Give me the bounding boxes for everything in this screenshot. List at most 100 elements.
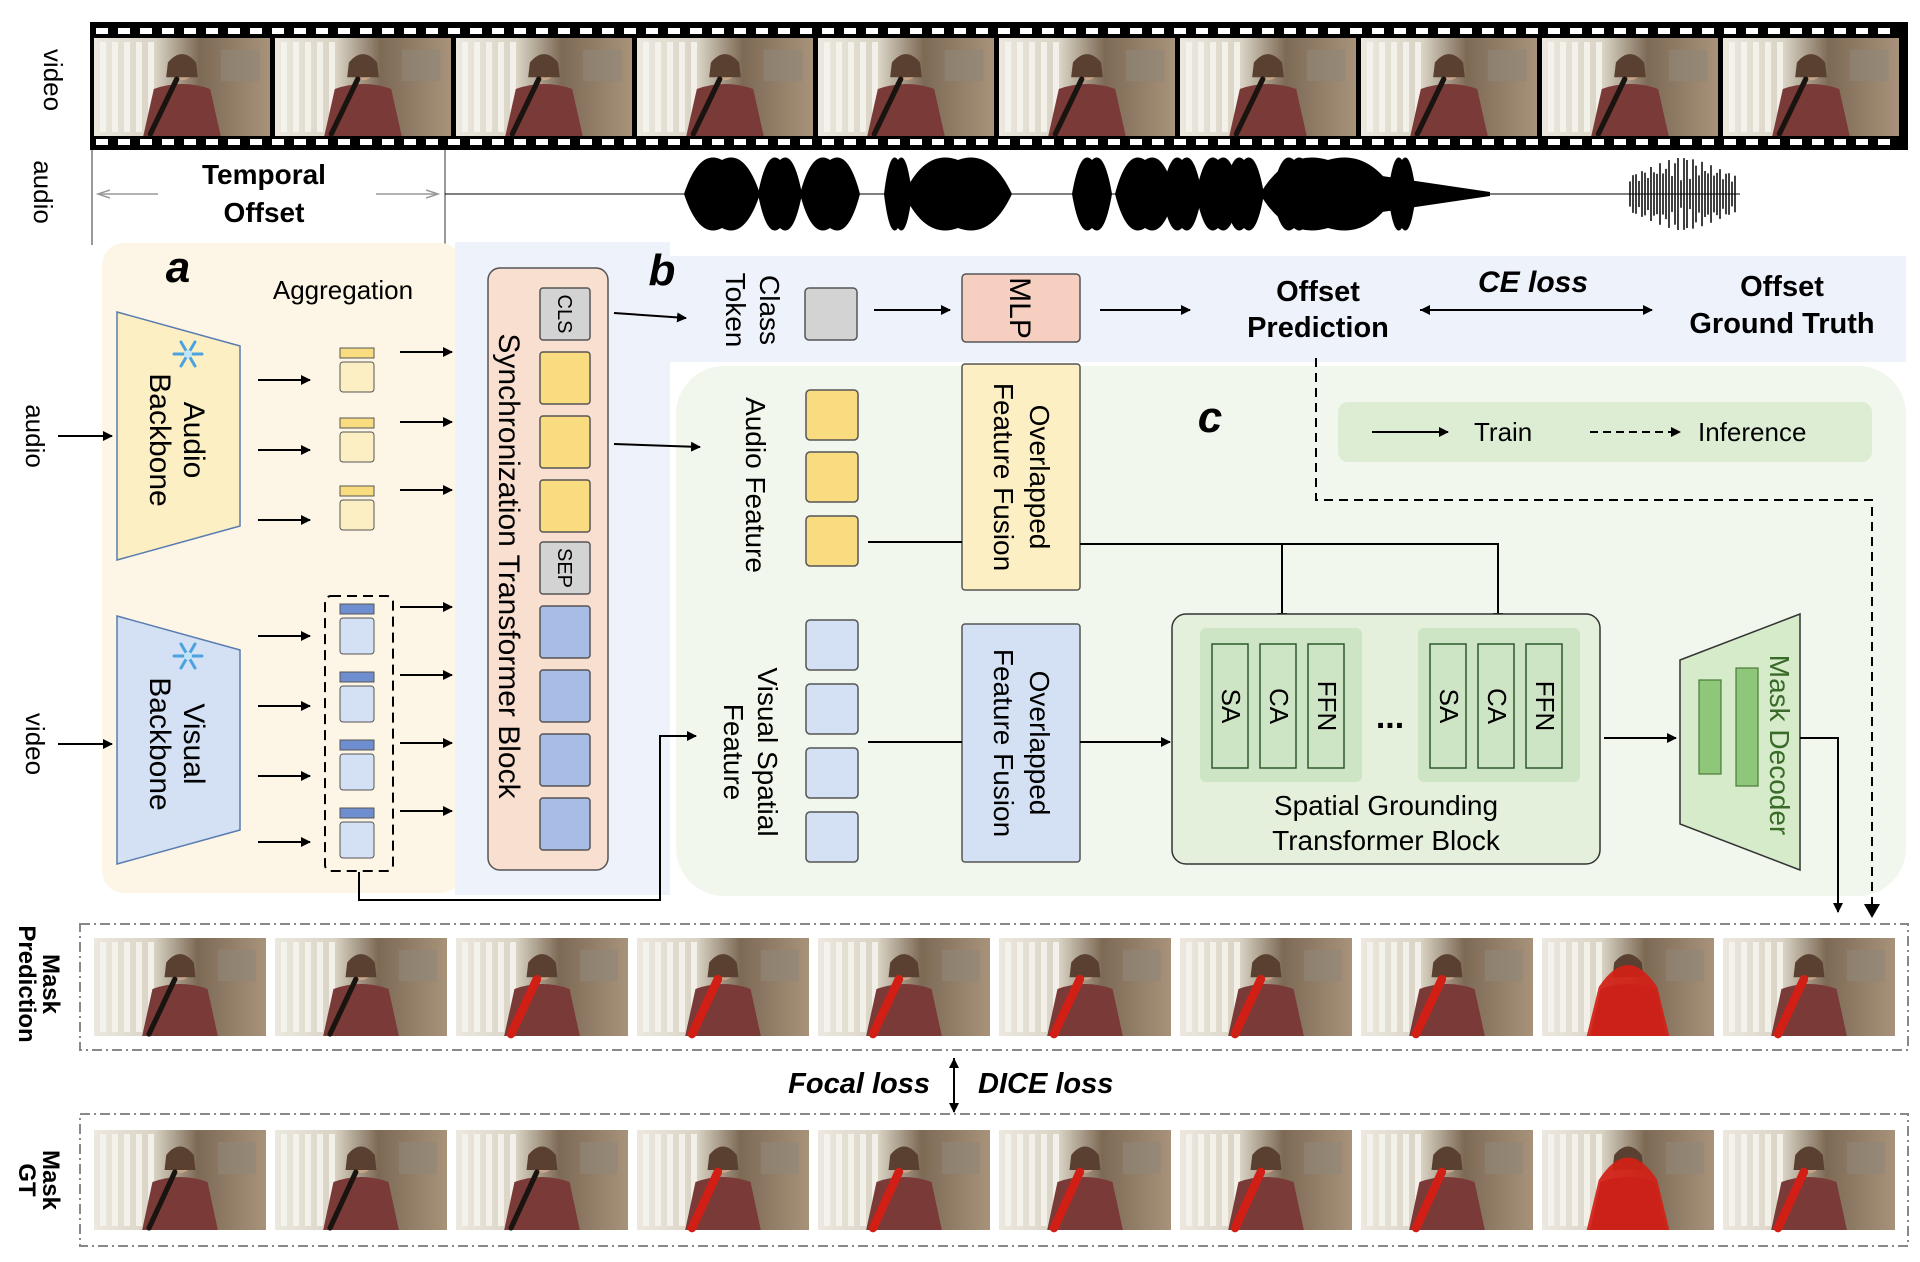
- video-frame: [275, 38, 451, 137]
- video-frame: [1542, 1130, 1714, 1230]
- visual-backbone-label-2: Backbone: [143, 677, 176, 810]
- offset-prediction-label-2: Prediction: [1247, 312, 1389, 344]
- video-frame: [637, 38, 813, 137]
- video-frame: [1361, 938, 1533, 1039]
- visual-feature-connector: [358, 731, 697, 901]
- ffn-block-label: FFN: [1312, 681, 1342, 732]
- visual-feature-token: [805, 619, 859, 671]
- audio-feature-token: [805, 451, 859, 503]
- visual-backbone-label: Visual: [177, 703, 210, 784]
- cls-token: [539, 287, 591, 341]
- audio-input-label: audio: [20, 404, 50, 468]
- mask-gt-label-2: GT: [13, 1163, 40, 1197]
- ffn-block: [1307, 643, 1345, 769]
- sync-block-label: Synchronization Transformer Block: [492, 333, 525, 799]
- visual-spatial-feature-label: Visual Spatial: [752, 667, 783, 836]
- spatial-grounding-label-2: Transformer Block: [1272, 825, 1501, 856]
- video-frame: [1723, 38, 1899, 137]
- video-frame: [818, 938, 990, 1039]
- audio-token: [539, 351, 591, 405]
- mask-decoder-bar: [1698, 679, 1722, 775]
- offset-ground-truth-label-2: Ground Truth: [1689, 308, 1874, 340]
- audio-backbone: [116, 311, 241, 561]
- focal-loss-label: Focal loss: [788, 1068, 930, 1100]
- video-frames: [94, 38, 1899, 137]
- visual-fusion-label-2: Feature Fusion: [988, 649, 1019, 837]
- sync-to-audio-feature-arrow: [613, 441, 701, 452]
- video-frame: [275, 1130, 447, 1231]
- video-frame: [456, 38, 632, 137]
- aggregation-label: Aggregation: [273, 275, 413, 305]
- offset-prediction-label: Offset: [1276, 276, 1360, 308]
- visual-aggregation-group: [324, 595, 394, 872]
- panel-c-letter: c: [1198, 393, 1222, 442]
- spatial-grounding-label: Spatial Grounding: [1274, 790, 1498, 821]
- video-frame: [456, 938, 628, 1039]
- feature-tokens: [805, 389, 859, 863]
- audio-overlapped-feature-fusion: [961, 363, 1081, 591]
- sa-block-label: SA: [1434, 689, 1464, 724]
- video-frame: [1180, 38, 1356, 137]
- layers-ellipsis: ...: [1376, 698, 1404, 736]
- mask-gt-frame: [79, 1113, 1909, 1247]
- dice-loss-label: DICE loss: [978, 1068, 1113, 1100]
- video-frame: [94, 1130, 266, 1231]
- audio-fusion-label: Overlapped: [1024, 405, 1055, 550]
- visual-fusion-label: Overlapped: [1024, 671, 1055, 816]
- video-frame: [1180, 1130, 1352, 1233]
- video-frame: [637, 938, 809, 1039]
- video-frame: [1542, 938, 1714, 1036]
- temporal-offset-label: Temporal: [202, 159, 326, 190]
- visual-feature-token: [805, 683, 859, 735]
- offset-ground-truth-label: Offset: [1740, 271, 1824, 303]
- video-frame: [456, 1130, 628, 1231]
- ca-block-label: CA: [1482, 688, 1512, 725]
- video-frame: [999, 38, 1175, 137]
- video-input-label: video: [20, 713, 50, 775]
- mask-prediction-label: Mask: [37, 954, 64, 1015]
- ca-block: [1259, 643, 1297, 769]
- audio-feature-label: Audio Feature: [740, 397, 771, 573]
- visual-token: [539, 605, 591, 659]
- video-frame: [1723, 938, 1895, 1039]
- video-frame: [1361, 38, 1537, 137]
- inference-offset-path: [1315, 358, 1873, 910]
- class-token-label-2: Token: [720, 273, 751, 348]
- aggregation-tokens: [339, 347, 375, 859]
- visual-backbone: [116, 615, 241, 865]
- sa-block: [1429, 643, 1467, 769]
- mask-decoder-bar: [1735, 667, 1759, 787]
- video-frame: [94, 38, 270, 137]
- ffn-block-label: FFN: [1530, 681, 1560, 732]
- visual-token: [539, 669, 591, 723]
- ca-block-label: CA: [1264, 688, 1294, 725]
- video-frame: [94, 938, 266, 1037]
- cls-token-label: CLS: [553, 295, 575, 334]
- visual-token: [539, 733, 591, 787]
- ca-block: [1477, 643, 1515, 769]
- audio-backbone-label-2: Backbone: [143, 373, 176, 506]
- visual-overlapped-feature-fusion: [961, 623, 1081, 863]
- audio-backbone-label: Audio: [177, 402, 210, 479]
- video-frame: [999, 938, 1171, 1039]
- ffn-block: [1525, 643, 1563, 769]
- video-frame: [1180, 938, 1352, 1039]
- visual-feature-token: [805, 811, 859, 863]
- visual-feature-token: [805, 747, 859, 799]
- mlp-block: [961, 273, 1081, 343]
- decoder-output-arrow: [1800, 737, 1843, 913]
- ce-loss-label: CE loss: [1478, 266, 1588, 299]
- video-frame: [637, 1130, 809, 1233]
- mlp-label: MLP: [1003, 277, 1036, 339]
- audio-token: [539, 415, 591, 469]
- video-frame: [999, 1130, 1171, 1233]
- audio-token: [539, 479, 591, 533]
- panel-a-letter: a: [166, 243, 190, 292]
- visual-token: [539, 797, 591, 851]
- mask-decoder-label: Mask Decoder: [1764, 655, 1795, 836]
- visual-spatial-feature-label-2: Feature: [718, 704, 749, 801]
- mask-prediction-frame: [79, 923, 1909, 1051]
- class-token: [804, 287, 858, 341]
